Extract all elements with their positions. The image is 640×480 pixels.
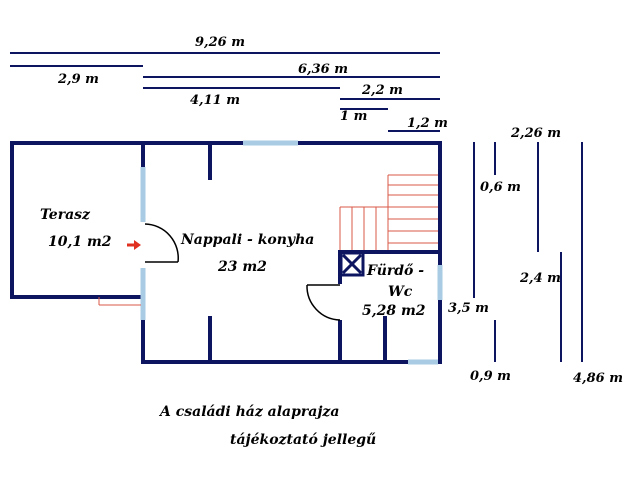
dim-total-width: 9,26 m: [195, 35, 245, 50]
walls: [10, 141, 442, 364]
dim-0-6: 0,6 m: [480, 180, 521, 195]
horizontal-dimension-lines: [10, 52, 440, 132]
dim-terrace-width: 2,9 m: [57, 72, 99, 87]
dim-2-26: 2,26 m: [510, 126, 561, 141]
vertical-dimension-lines: [473, 142, 583, 362]
caption-line-2: tájékoztató jellegű: [230, 432, 376, 448]
room-bath-name-2: Wc: [388, 284, 413, 300]
chimney-icon: [339, 251, 365, 277]
windows: [140, 140, 443, 365]
dim-stair-width: 1,2 m: [407, 116, 448, 131]
room-living-area: 23 m2: [217, 259, 267, 275]
dim-4-86: 4,86 m: [573, 371, 623, 386]
dim-3-5: 3,5 m: [448, 301, 489, 316]
room-bath-area: 5,28 m2: [362, 303, 426, 319]
terrace-step-mark: [98, 297, 141, 306]
entrance-arrow-icon: [127, 240, 141, 250]
dim-door-width: 1 m: [340, 109, 367, 124]
staircase: [339, 174, 438, 252]
dim-living-width: 4,11 m: [190, 93, 240, 108]
dim-2-4: 2,4 m: [519, 271, 561, 286]
room-bath-name-1: Fürdő -: [366, 263, 424, 279]
room-terrace-area: 10,1 m2: [48, 234, 112, 250]
door-terrace: [144, 223, 179, 263]
dim-bath-width: 2,2 m: [361, 83, 403, 98]
caption-line-1: A családi ház alaprajza: [158, 404, 339, 420]
room-terrace-name: Terasz: [40, 207, 91, 223]
room-living-name: Nappali - konyha: [180, 232, 314, 248]
dim-living-width-top: 6,36 m: [298, 62, 348, 77]
dim-0-9: 0,9 m: [470, 369, 511, 384]
door-bathroom: [306, 284, 341, 321]
